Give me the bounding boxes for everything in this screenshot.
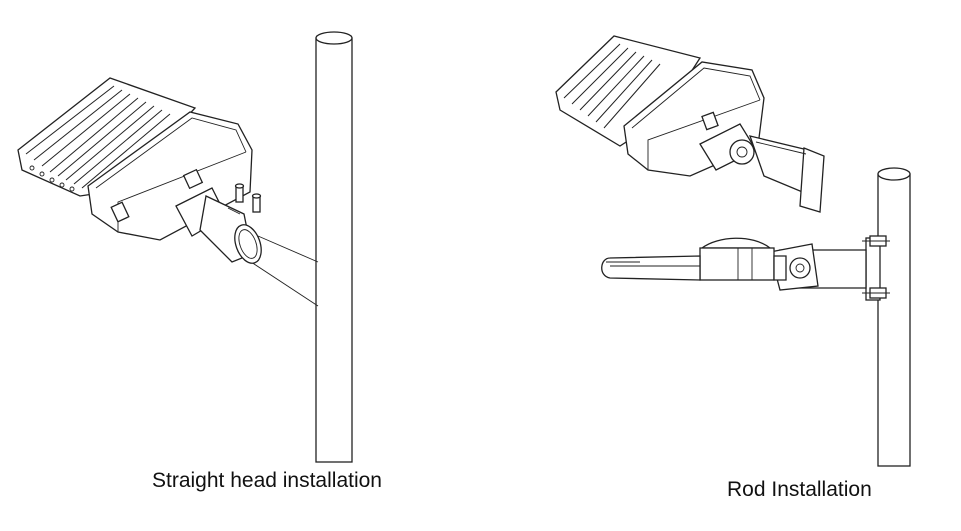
rod-fixture-top-illustration (555, 35, 825, 213)
slip-fitter-icon (175, 187, 262, 264)
pole-icon (877, 167, 911, 467)
straight-head-illustration (17, 31, 353, 463)
straight-head-caption: Straight head installation (152, 469, 382, 492)
pole-icon (315, 31, 353, 463)
heatsink-fins (25, 85, 171, 189)
heatsink-fins (563, 43, 661, 129)
tenon-pipe-icon (247, 235, 319, 307)
led-fixture-icon (601, 237, 787, 281)
screw-icon (234, 183, 262, 213)
rod-bracket-icon (699, 123, 825, 213)
rod-installation-caption: Rod Installation (727, 478, 872, 501)
rod-side-view-illustration (601, 167, 911, 467)
led-row (29, 165, 75, 192)
